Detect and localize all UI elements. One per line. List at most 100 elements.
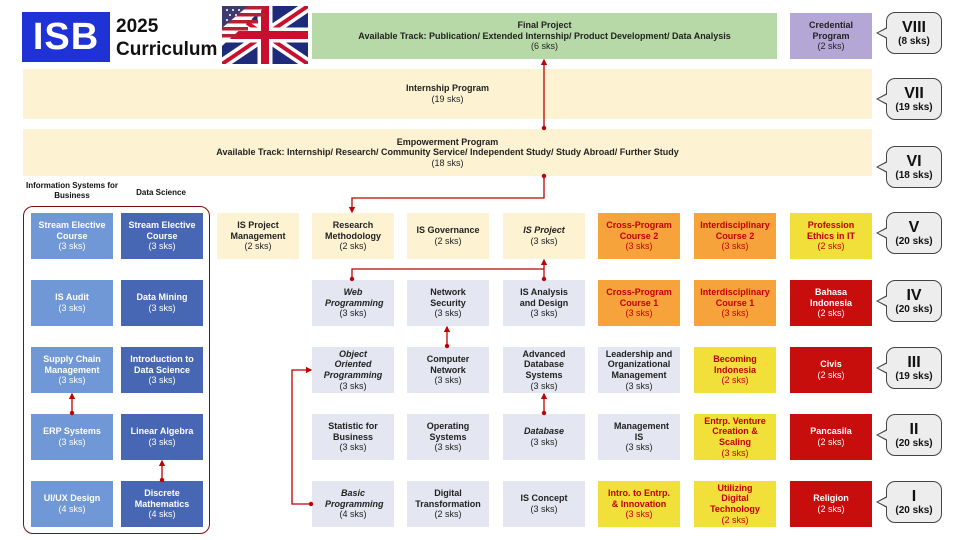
course-sks: (3 sks) — [530, 308, 558, 319]
connector-web-isproject — [351, 268, 544, 279]
course-sks: (3 sks) — [148, 303, 176, 313]
course-sks: (3 sks) — [434, 308, 462, 319]
curriculum-title: 2025 Curriculum — [116, 15, 217, 61]
course-interdisciplinary-2: Interdisciplinary Course 2(3 sks) — [694, 213, 776, 259]
course-name: IS Analysis and Design — [519, 287, 569, 308]
course-utilizing-digital-technology: Utilizing Digital Technology(2 sks) — [694, 481, 776, 527]
empowerment-sks: (18 sks) — [431, 157, 464, 168]
course-intro-data-science: Introduction to Data Science(3 sks) — [121, 347, 203, 393]
course-is-project-management: IS Project Management(2 sks) — [217, 213, 299, 259]
semester-sks: (20 sks) — [895, 235, 933, 247]
course-sks: (2 sks) — [817, 504, 845, 514]
course-sks: (3 sks) — [148, 375, 176, 386]
course-name: Cross-Program Course 1 — [606, 287, 672, 308]
course-sks: (3 sks) — [721, 447, 749, 458]
final-project-banner: Final Project Available Track: Publicati… — [312, 13, 777, 59]
course-sks: (3 sks) — [625, 509, 653, 520]
course-name: UI/UX Design — [43, 493, 101, 504]
course-name: Entrp. Venture Creation & Scaling — [704, 415, 766, 447]
course-sks: (3 sks) — [530, 236, 558, 246]
course-name: Object Oriented Programming — [323, 348, 383, 380]
internship-banner: Internship Program (19 sks) — [23, 69, 872, 119]
course-management-is: Management IS(3 sks) — [598, 414, 680, 460]
course-sks: (3 sks) — [58, 375, 86, 386]
course-name: Bahasa Indonesia — [809, 287, 852, 308]
course-name: Pancasila — [810, 426, 852, 437]
isb-logo: ISB — [22, 12, 110, 62]
course-sks: (2 sks) — [817, 437, 845, 447]
connector-dot — [159, 477, 165, 483]
course-name: IS Project — [523, 225, 565, 236]
course-interdisciplinary-1: Interdisciplinary Course 1(3 sks) — [694, 280, 776, 326]
course-sks: (2 sks) — [721, 514, 749, 525]
course-sks: (3 sks) — [148, 241, 176, 252]
course-name: Leadership and Organizational Management — [605, 348, 673, 380]
course-sks: (3 sks) — [625, 442, 653, 453]
course-pancasila: Pancasila(2 sks) — [790, 414, 872, 460]
course-web-programming: Web Programming(3 sks) — [312, 280, 394, 326]
final-project-title: Final Project — [517, 20, 572, 31]
course-sks: (3 sks) — [625, 308, 653, 319]
semester-sks: (20 sks) — [895, 303, 933, 315]
final-project-sks: (6 sks) — [531, 41, 558, 52]
course-religion: Religion(2 sks) — [790, 481, 872, 527]
semester-numeral: V — [908, 218, 920, 236]
course-advanced-database: Advanced Database Systems(3 sks) — [503, 347, 585, 393]
course-name: Data Mining — [136, 292, 188, 303]
course-civis: Civis(2 sks) — [790, 347, 872, 393]
course-sks: (2 sks) — [817, 308, 845, 319]
course-name: Cross-Program Course 2 — [606, 220, 672, 241]
connector-dot — [541, 410, 547, 416]
course-sks: (3 sks) — [58, 303, 86, 313]
course-name: Digital Transformation — [415, 488, 481, 509]
course-cross-program-2: Cross-Program Course 2(3 sks) — [598, 213, 680, 259]
course-is-project: IS Project(3 sks) — [503, 213, 585, 259]
empowerment-title: Empowerment Program — [396, 136, 499, 147]
course-sks: (2 sks) — [817, 370, 845, 380]
internship-title: Internship Program — [405, 83, 489, 94]
course-sks: (3 sks) — [339, 380, 367, 391]
course-sks: (4 sks) — [148, 509, 176, 520]
course-name: Web Programming — [325, 287, 384, 308]
course-sks: (3 sks) — [434, 375, 462, 386]
course-sks: (3 sks) — [58, 437, 86, 447]
final-project-detail: Available Track: Publication/ Extended I… — [358, 30, 731, 41]
course-is-analysis-design: IS Analysis and Design(3 sks) — [503, 280, 585, 326]
credential-title: Credential Program — [808, 20, 853, 41]
course-cross-program-1: Cross-Program Course 1(3 sks) — [598, 280, 680, 326]
course-sks: (3 sks) — [58, 241, 86, 252]
course-name: IS Concept — [520, 493, 568, 504]
course-sks: (2 sks) — [434, 509, 462, 520]
course-sks: (2 sks) — [721, 375, 749, 386]
semester-numeral: VII — [904, 84, 924, 102]
course-name: Civis — [820, 359, 842, 370]
semester-badge-2: II(20 sks) — [876, 414, 942, 456]
course-sks: (2 sks) — [244, 241, 272, 252]
connector-empowerment-research — [348, 176, 545, 214]
course-sks: (4 sks) — [58, 504, 86, 514]
course-research-methodology: Research Methodology(2 sks) — [312, 213, 394, 259]
course-name: Linear Algebra — [130, 426, 194, 437]
course-ds-stream-elective: Stream Elective Course(3 sks) — [121, 213, 203, 259]
course-name: Stream Elective Course — [128, 220, 196, 241]
course-name: Management IS — [614, 421, 670, 442]
course-name: Introduction to Data Science — [130, 354, 194, 375]
course-name: Profession Ethics in IT — [806, 220, 855, 241]
course-sks: (3 sks) — [148, 437, 176, 447]
semester-badge-7: VII(19 sks) — [876, 78, 942, 120]
course-name: ERP Systems — [43, 426, 101, 437]
course-uiux-design: UI/UX Design(4 sks) — [31, 481, 113, 527]
course-name: Stream Elective Course — [38, 220, 106, 241]
course-sks: (3 sks) — [434, 442, 462, 453]
semester-badge-5: V(20 sks) — [876, 212, 942, 254]
semester-badge-8: VIII(8 sks) — [876, 12, 942, 54]
course-name: Intro. to Entrp. & Innovation — [608, 488, 670, 509]
uk-us-flag-icon — [218, 1, 312, 69]
course-sks: (3 sks) — [721, 241, 749, 252]
semester-sks: (20 sks) — [895, 504, 933, 516]
course-is-concept: IS Concept(3 sks) — [503, 481, 585, 527]
course-statistic-business: Statistic for Business(3 sks) — [312, 414, 394, 460]
course-bahasa-indonesia: Bahasa Indonesia(2 sks) — [790, 280, 872, 326]
course-sks: (3 sks) — [625, 241, 653, 252]
